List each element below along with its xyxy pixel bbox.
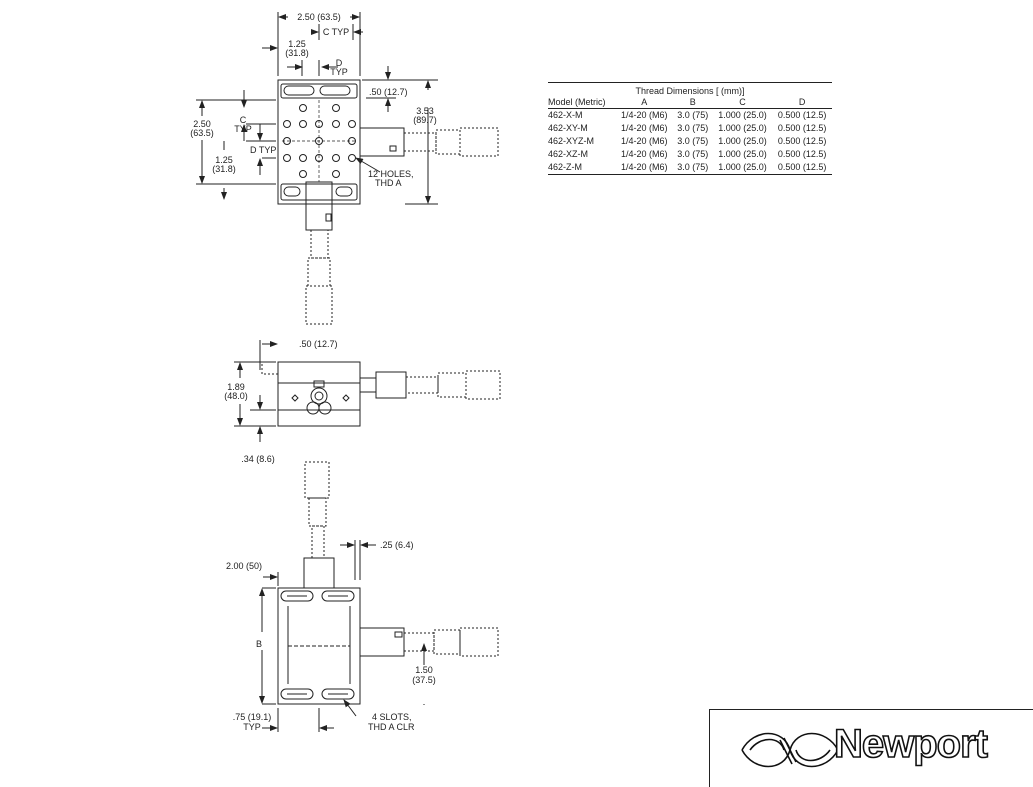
cell-b: 3.0 (75) xyxy=(677,123,709,133)
dim-b-label: B xyxy=(256,639,262,649)
slot xyxy=(319,85,351,96)
slot xyxy=(321,688,355,700)
callout-slots-1: 4 SLOTS, xyxy=(372,712,412,722)
dim-overall-height-in: 2.50 xyxy=(193,119,211,129)
thread-dimensions-table: Thread Dimensions [ (mm)] Model (Metric)… xyxy=(548,82,832,175)
cell-model: 462-XY-M xyxy=(548,123,588,133)
dim-c-label: C xyxy=(240,115,247,125)
dim-half-height-mm: (31.8) xyxy=(212,164,236,174)
table-row: 462-X-M 1/4-20 (M6) 3.0 (75) 1.000 (25.0… xyxy=(548,109,832,123)
dim-mic-center-mm: (37.5) xyxy=(412,675,436,685)
cell-b: 3.0 (75) xyxy=(677,149,709,159)
cell-a: 1/4-20 (M6) xyxy=(620,136,668,146)
dim-overall-height-mm: (63.5) xyxy=(190,128,214,138)
slot xyxy=(283,85,315,96)
dim-mic-offset: .50 (12.7) xyxy=(369,87,408,97)
dim-half-height-in: 1.25 xyxy=(215,155,233,165)
table-caption: Thread Dimensions [ (mm)] xyxy=(548,82,832,97)
table-header-row: Model (Metric) A B C D xyxy=(548,97,832,109)
dim-c-typ: C TYP xyxy=(323,27,349,37)
side-view xyxy=(234,340,501,442)
cell-b: 3.0 (75) xyxy=(677,136,709,146)
table-row: 462-XYZ-M 1/4-20 (M6) 3.0 (75) 1.000 (25… xyxy=(548,135,832,148)
callout-holes-2: THD A xyxy=(375,178,402,188)
cell-d: 0.500 (12.5) xyxy=(772,161,832,175)
dimension-labels: 2.50 (63.5) C TYP 1.25 (31.8) D TYP .50 … xyxy=(190,12,437,732)
header-b: B xyxy=(672,97,713,109)
dim-side-height-in: 1.89 xyxy=(227,382,245,392)
header-d: D xyxy=(772,97,832,109)
centerlines xyxy=(282,100,356,182)
dim-overall-length-mm: (89.7) xyxy=(413,115,437,125)
stage-body-side xyxy=(277,361,361,427)
cell-a: 1/4-20 (M6) xyxy=(620,123,668,133)
dim-slot-offset: .75 (19.1) xyxy=(233,712,272,722)
cell-c: 1.000 (25.0) xyxy=(718,136,767,146)
table-row: 462-Z-M 1/4-20 (M6) 3.0 (75) 1.000 (25.0… xyxy=(548,161,832,175)
table-row: 462-XZ-M 1/4-20 (M6) 3.0 (75) 1.000 (25.… xyxy=(548,148,832,161)
slot xyxy=(280,688,314,700)
callout-holes-1: 12 HOLES, xyxy=(368,169,414,179)
cell-c: 1.000 (25.0) xyxy=(718,149,767,159)
cell-c: 1.000 (25.0) xyxy=(712,161,773,175)
newport-swirl-logo-icon xyxy=(741,732,839,768)
brand-logo-box: Newport xyxy=(709,709,1033,787)
dim-slot-offset-typ: TYP xyxy=(243,722,261,732)
callout-slots-2: THD A CLR xyxy=(368,722,415,732)
cell-b: 3.0 (75) xyxy=(677,110,709,120)
header-model: Model (Metric) xyxy=(548,97,616,109)
dim-side-height-mm: (48.0) xyxy=(224,391,248,401)
cell-d: 0.500 (12.5) xyxy=(777,149,827,159)
cell-b: 3.0 (75) xyxy=(672,161,713,175)
cell-model: 462-Z-M xyxy=(548,161,616,175)
dim-side-base: .34 (8.6) xyxy=(241,454,275,464)
cell-model: 462-XYZ-M xyxy=(548,136,595,146)
dim-overall-width: 2.50 (63.5) xyxy=(297,12,341,22)
cell-d: 0.500 (12.5) xyxy=(777,110,827,120)
dim-overall-length-in: 3.53 xyxy=(416,106,434,116)
cell-d: 0.500 (12.5) xyxy=(777,136,827,146)
dim-half-width-mm: (31.8) xyxy=(285,48,309,58)
dim-d-typ: TYP xyxy=(330,67,348,77)
lower-slot-band xyxy=(280,183,358,201)
cell-a: 1/4-20 (M6) xyxy=(620,110,668,120)
brand-name: Newport xyxy=(833,721,989,767)
cell-d: 0.500 (12.5) xyxy=(777,123,827,133)
dim-d-label: D xyxy=(336,58,343,68)
dim-side-offset: .50 (12.7) xyxy=(299,339,338,349)
slot xyxy=(321,590,355,602)
dim-half-width-in: 1.25 xyxy=(288,39,306,49)
upper-slot-band xyxy=(280,83,358,99)
right-micrometer xyxy=(359,127,499,157)
cell-a: 1/4-20 (M6) xyxy=(615,161,673,175)
top-view xyxy=(196,12,499,325)
slot xyxy=(283,186,301,197)
bottom-view xyxy=(259,461,499,732)
header-c: C xyxy=(712,97,773,109)
dim-c-typ-side: TYP xyxy=(234,124,252,134)
dim-bottom-side-offset: .25 (6.4) xyxy=(380,540,414,550)
cell-c: 1.000 (25.0) xyxy=(718,123,767,133)
dim-mic-center-in: 1.50 xyxy=(415,665,433,675)
bottom-micrometer xyxy=(305,181,333,325)
dim-d-typ-side: D TYP xyxy=(250,145,276,155)
slot xyxy=(280,590,314,602)
slot xyxy=(335,186,353,197)
cell-c: 1.000 (25.0) xyxy=(718,110,767,120)
dim-bottom-width: 2.00 (50) xyxy=(226,561,262,571)
table-row: 462-XY-M 1/4-20 (M6) 3.0 (75) 1.000 (25.… xyxy=(548,122,832,135)
cell-model: 462-X-M xyxy=(548,110,583,120)
cell-a: 1/4-20 (M6) xyxy=(620,149,668,159)
header-a: A xyxy=(615,97,673,109)
cell-model: 462-XZ-M xyxy=(548,149,589,159)
